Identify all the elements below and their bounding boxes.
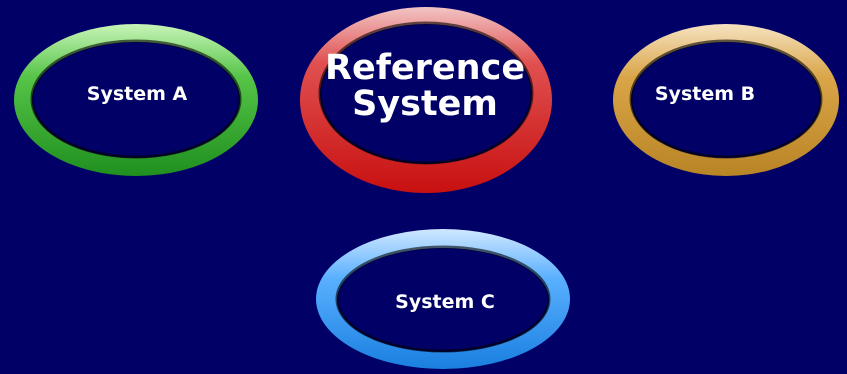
system-a-label-line: System A	[86, 83, 188, 105]
system-c-label: System C	[370, 292, 520, 313]
system-c-label-line: System C	[395, 291, 495, 313]
reference-system-ring	[300, 7, 552, 193]
system-b-ring	[613, 24, 839, 176]
system-a-label: System A	[62, 84, 212, 105]
system-a-ring	[14, 24, 258, 176]
reference-system-label: Reference System	[325, 50, 525, 122]
system-b-label: System B	[625, 84, 785, 105]
reference-system-label-line-2: System	[352, 84, 498, 124]
system-c-ring	[316, 229, 570, 369]
reference-system-label-line-1: Reference	[325, 48, 526, 88]
system-b-label-line: System B	[654, 83, 756, 105]
